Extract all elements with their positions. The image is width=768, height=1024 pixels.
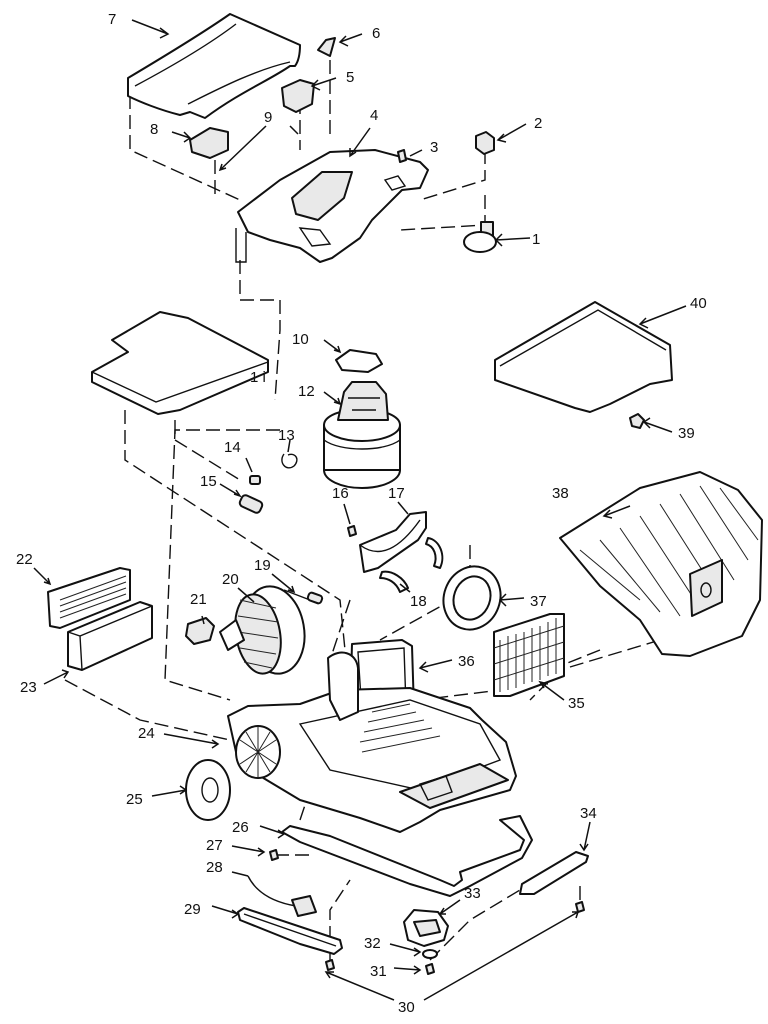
callout-label-40: 40 [690,295,707,312]
part-40-filter-cover [494,301,673,413]
part-15-fitting [238,494,264,514]
part-16-screw [347,525,357,537]
callout-label-11: 1 i [250,369,266,386]
callout-arrows [33,19,687,1001]
callout-label-9: 9 [264,109,272,126]
callout-label-23: 23 [20,679,37,696]
part-29-bumper-strip [237,907,343,955]
callout-label-29: 29 [184,901,201,918]
part-30-screw [325,959,335,971]
callout-label-5: 5 [346,69,354,86]
part-25-wheel [185,759,231,821]
callout-label-32: 32 [364,935,381,952]
part-33-caster [403,909,449,947]
part-34-rail [519,851,589,895]
part-22-filter-frame [47,567,131,629]
callout-label-17: 17 [388,485,405,502]
callout-label-21: 21 [190,591,207,608]
part-35-grille [493,613,565,697]
part-12-motor [323,381,401,489]
callout-label-16: 16 [332,485,349,502]
part-24-wheel-hub [235,725,281,779]
callout-label-35: 35 [568,695,585,712]
part-28-cord [247,875,317,917]
part-31-screw [425,963,435,975]
part-3-screw [397,149,407,163]
part-17-bracket [359,511,444,573]
callout-label-38: 38 [552,485,569,502]
callout-label-18: 18 [410,593,427,610]
callout-label-13: 13 [278,427,295,444]
callout-labels: 1 2 3 4 5 6 7 8 9 10 1 i 12 13 14 15 16 … [16,11,707,1016]
callout-label-24: 24 [138,725,155,742]
callout-label-39: 39 [678,425,695,442]
callout-label-10: 10 [292,331,309,348]
callout-label-7: 7 [108,11,116,28]
part-1-foot [463,221,497,253]
part-39-nut [629,413,645,429]
callout-label-30: 30 [398,999,415,1016]
callout-label-31: 31 [370,963,387,980]
callout-label-20: 20 [222,571,239,588]
callout-label-1: 1 [532,231,540,248]
callout-label-22: 22 [16,551,33,568]
part-14-pin [249,475,261,485]
callout-label-37: 37 [530,593,547,610]
part-34-screw [575,901,585,913]
part-26-frame-rail [281,815,533,897]
callout-label-2: 2 [534,115,542,132]
part-8-button [189,127,229,159]
part-24-base-housing [227,651,517,833]
part-4-housing-top [235,149,429,263]
callout-label-8: 8 [150,121,158,138]
part-18-clip [379,570,409,593]
part-6-clip [317,37,336,57]
callout-label-34: 34 [580,805,597,822]
part-38-dust-bag [559,471,763,657]
part-11-filter-pad [91,311,269,415]
part-20-cord-reel [219,585,306,675]
callout-label-19: 19 [254,557,271,574]
callout-label-14: 14 [224,439,241,456]
callout-label-27: 27 [206,837,223,854]
part-2-knob [475,131,495,155]
callout-label-26: 26 [232,819,249,836]
part-21-connector [185,617,215,645]
part-5-button [281,79,315,113]
callout-label-6: 6 [372,25,380,42]
callout-label-4: 4 [370,107,378,124]
callout-label-12: 12 [298,383,315,400]
callout-label-33: 33 [464,885,481,902]
callout-label-15: 15 [200,473,217,490]
callout-label-36: 36 [458,653,475,670]
callout-label-3: 3 [430,139,438,156]
part-10-gasket [335,349,383,373]
part-23-filter-pad [67,601,153,671]
part-7-top-cover [127,13,301,119]
part-37-ring [442,565,502,631]
part-13-spring [281,453,298,469]
part-32-washer [422,949,438,959]
part-27-screw [269,849,279,861]
callout-label-25: 25 [126,791,143,808]
callout-label-28: 28 [206,859,223,876]
part-19-cord-end [283,589,324,605]
